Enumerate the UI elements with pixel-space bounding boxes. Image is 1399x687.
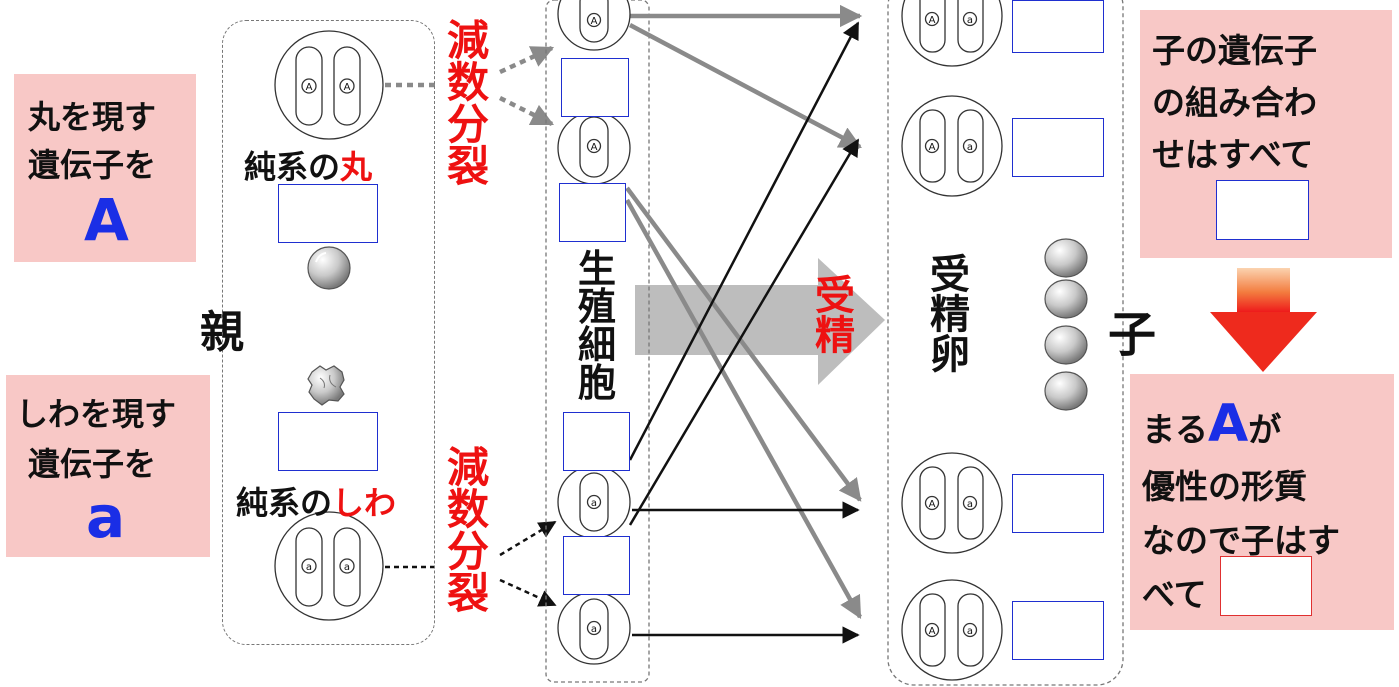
gene-letters: A A a a A A a a A a A a A a A a <box>306 15 973 637</box>
parent-label: 親 <box>200 307 244 358</box>
gray-fertilization-lines <box>625 4 863 619</box>
germ-cells-label: 生殖細胞 <box>578 247 617 405</box>
parent-round-title: 純系の丸 <box>244 148 373 186</box>
svg-text:a: a <box>967 499 973 510</box>
offspring-blank-4[interactable] <box>1012 601 1104 660</box>
offspring-genotype-line1: 子の遺伝子 <box>1152 31 1317 70</box>
offspring-genotype-line2: の組み合わ <box>1152 83 1317 122</box>
svg-text:a: a <box>344 562 350 573</box>
round-gene-line2: 遺伝子を <box>28 146 157 184</box>
dominant-trait-box: まるAが 優性の形質 なので子はす べて <box>1130 374 1394 630</box>
round-pea-icon <box>307 246 351 290</box>
offspring-peas <box>1044 238 1088 411</box>
meiosis-top-arrows <box>385 45 555 127</box>
down-arrow-icon <box>1210 268 1317 372</box>
svg-text:A: A <box>591 142 598 153</box>
dominant-line2: 優性の形質 <box>1142 467 1307 506</box>
germ-blank-2[interactable] <box>559 183 626 242</box>
wrinkled-pea-icon <box>307 365 345 406</box>
svg-text:A: A <box>929 15 936 26</box>
offspring-genotype-line3: せはすべて <box>1152 135 1314 174</box>
svg-text:a: a <box>591 624 597 635</box>
offspring-blank-1[interactable] <box>1012 0 1104 53</box>
svg-text:A: A <box>344 82 351 93</box>
svg-text:a: a <box>967 142 973 153</box>
offspring-cells <box>901 0 1003 681</box>
offspring-genotype-box: 子の遺伝子 の組み合わ せはすべて <box>1140 10 1392 258</box>
offspring-genotype-blank[interactable] <box>1216 180 1309 240</box>
black-fertilization-lines <box>628 21 860 644</box>
round-gene-line1: 丸を現す <box>28 98 157 136</box>
round-gene-symbol: A <box>84 186 129 254</box>
svg-text:a: a <box>967 626 973 637</box>
parent-wrinkled-cell <box>274 511 384 621</box>
wrinkled-gene-line1: しわを現す <box>16 395 177 433</box>
germ-cells <box>557 0 631 665</box>
parent-wrinkled-title: 純系のしわ <box>236 484 397 522</box>
dominant-line1: まるAが <box>1142 394 1282 454</box>
offspring-blank-2[interactable] <box>1012 118 1104 177</box>
offspring-label: 子 <box>1108 307 1157 363</box>
germ-blank-1[interactable] <box>561 58 629 117</box>
meiosis-bottom-arrows <box>385 520 557 607</box>
zygote-label: 受精卵 <box>930 252 970 378</box>
fertilization-label: 受精 <box>815 273 855 359</box>
svg-text:A: A <box>929 499 936 510</box>
germ-blank-3[interactable] <box>563 412 630 471</box>
parent-wrinkled-genotype-blank[interactable] <box>278 412 378 471</box>
meiosis-top-label: 減数分裂 <box>446 16 489 191</box>
wrinkled-gene-symbol: a <box>86 483 126 551</box>
parent-round-genotype-blank[interactable] <box>278 184 378 243</box>
fertilization-arrow-icon <box>635 258 885 385</box>
round-gene-box: 丸を現す 遺伝子を A <box>14 74 196 262</box>
dominant-trait-blank[interactable] <box>1220 556 1312 616</box>
svg-text:A: A <box>591 16 598 27</box>
germ-blank-4[interactable] <box>563 536 630 595</box>
parent-round-cell <box>274 30 384 140</box>
svg-text:a: a <box>967 15 973 26</box>
svg-text:A: A <box>306 82 313 93</box>
dominant-line4: べて <box>1142 575 1207 614</box>
dominant-line3: なので子はす <box>1142 521 1340 560</box>
svg-text:a: a <box>591 498 597 509</box>
wrinkled-gene-line2: 遺伝子を <box>28 445 157 483</box>
wrinkled-gene-box: しわを現す 遺伝子を a <box>6 375 210 557</box>
parent-group <box>222 20 435 645</box>
svg-text:A: A <box>929 626 936 637</box>
meiosis-bottom-label: 減数分裂 <box>446 443 489 618</box>
offspring-blank-3[interactable] <box>1012 474 1104 533</box>
svg-text:A: A <box>929 142 936 153</box>
svg-text:a: a <box>306 562 312 573</box>
